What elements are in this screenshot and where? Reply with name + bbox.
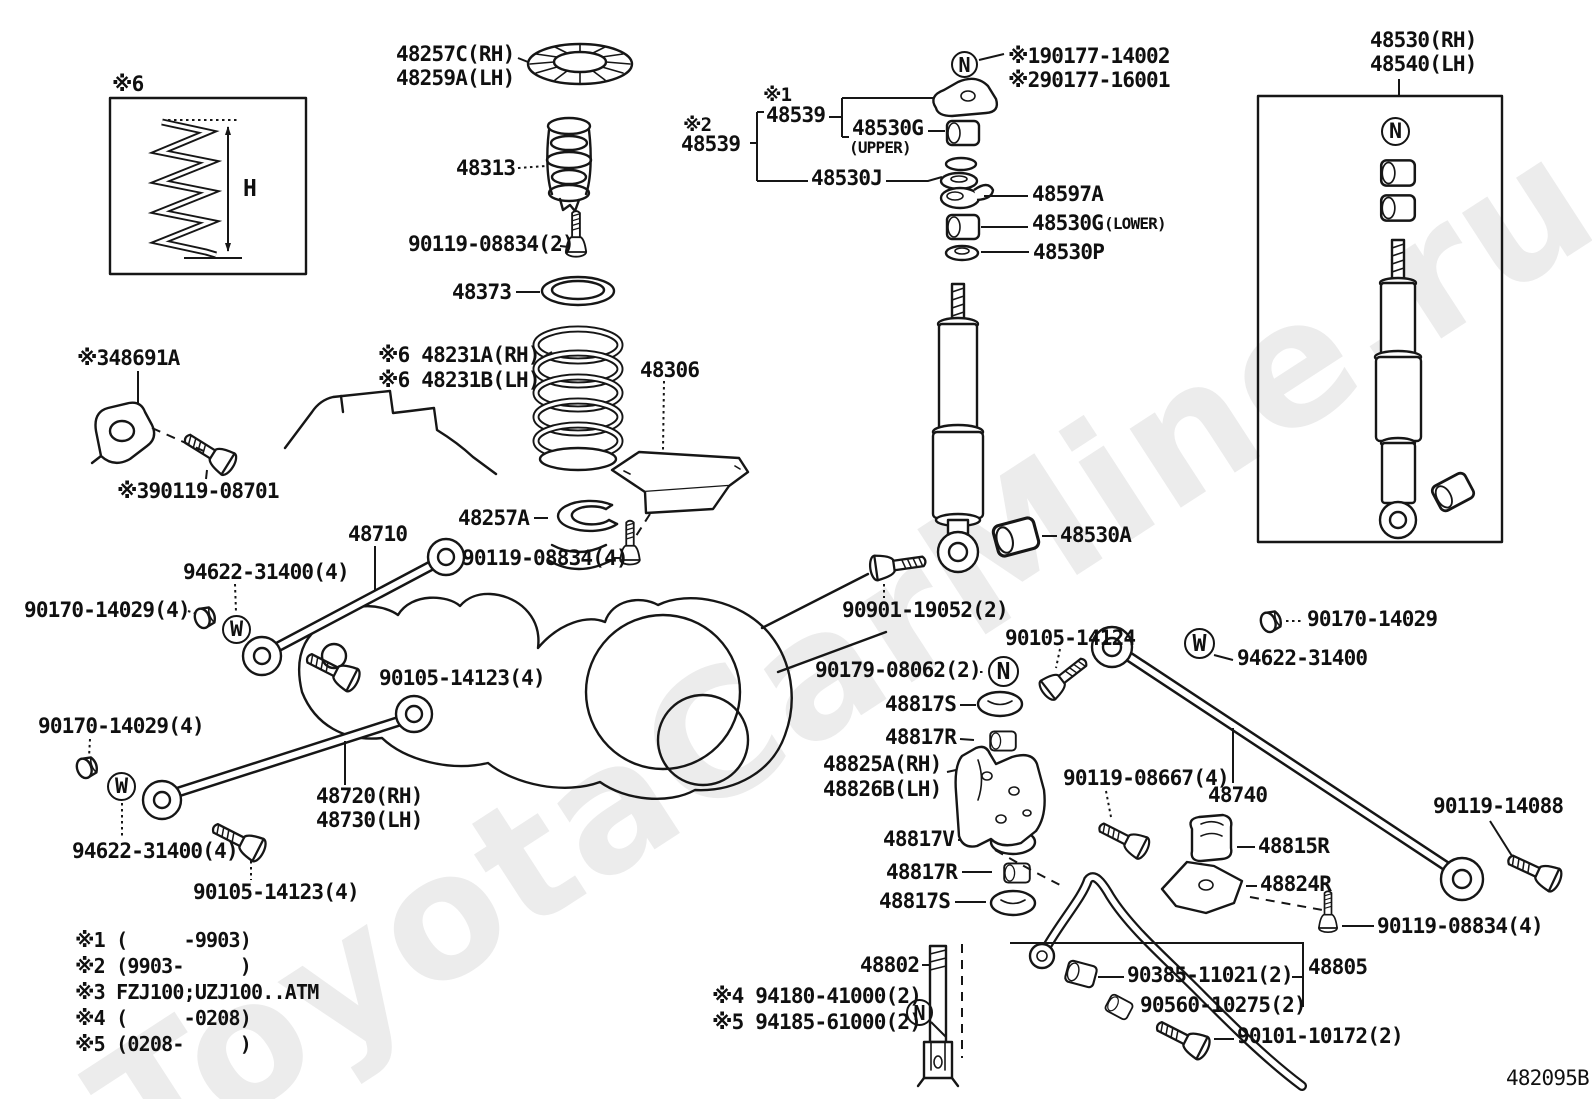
part-48740[interactable]: 48740 <box>1208 783 1268 807</box>
part-94622-31400-4a[interactable]: 94622-31400(4) <box>183 560 350 584</box>
inset-spring-box <box>108 96 308 276</box>
part-48530G-lower-note[interactable]: (LOWER) <box>1104 214 1167 233</box>
part-48691A[interactable]: ※348691A <box>77 346 180 370</box>
part-48530G-upper[interactable]: 48530G <box>852 116 924 140</box>
part-48817S-2[interactable]: 48817S <box>879 889 951 913</box>
track-bar-art <box>980 620 1513 902</box>
note-6: ※6 <box>112 72 144 96</box>
spring-upper-seat-art <box>517 42 634 86</box>
part-48817R-1[interactable]: 48817R <box>885 725 957 749</box>
stabilizer-clamp-art <box>1160 813 1374 927</box>
doc-number: 482095B <box>1506 1066 1590 1090</box>
part-90177-14002[interactable]: ※190177-14002 <box>1008 44 1171 68</box>
callout-n-bottom: N <box>906 999 933 1026</box>
part-48530G-upper-note[interactable]: (UPPER) <box>849 138 912 157</box>
part-48257C[interactable]: 48257C(RH) <box>396 42 515 66</box>
part-48530P[interactable]: 48530P <box>1033 240 1105 264</box>
spring-bumper-bracket-art <box>610 380 750 537</box>
part-48257A[interactable]: 48257A <box>458 506 530 530</box>
part-48805[interactable]: 48805 <box>1308 955 1368 979</box>
spring-lower-seat-art <box>534 499 619 533</box>
part-90170-14029-c[interactable]: 90170-14029 <box>1307 607 1438 631</box>
part-90119-08667[interactable]: 90119-08667(4) <box>1063 766 1230 790</box>
part-48802[interactable]: 48802 <box>860 953 920 977</box>
part-48826B[interactable]: 48826B(LH) <box>823 777 942 801</box>
part-90119-08834-4a[interactable]: 90119-08834(4) <box>462 546 629 570</box>
part-90560-10275[interactable]: 90560-10275(2) <box>1140 993 1307 1017</box>
part-48373[interactable]: 48373 <box>452 280 512 304</box>
shock-kit-box-art <box>1256 79 1504 544</box>
shock-mount-column-art <box>750 53 1029 262</box>
callout-n-mid: N <box>988 656 1019 687</box>
part-90179-08062[interactable]: 90179-08062(2) <box>815 658 982 682</box>
shock-absorber-art <box>883 282 1057 598</box>
part-48530A[interactable]: 48530A <box>1060 523 1132 547</box>
stopper-bracket-art <box>90 371 208 480</box>
legend-3: ※3 FZJ100;UZJ100..ATM <box>75 980 319 1004</box>
part-48539-2[interactable]: 48539 <box>681 132 741 156</box>
part-90901-19052[interactable]: 90901-19052(2) <box>842 598 1009 622</box>
part-94622-31400-c[interactable]: 94622-31400 <box>1237 646 1368 670</box>
stabilizer-bar-art <box>1010 872 1307 1091</box>
part-48231B[interactable]: ※6 48231B(LH) <box>378 368 541 392</box>
callout-n-box: N <box>1381 117 1410 146</box>
legend-2: ※2 (9903- ) <box>75 954 252 978</box>
part-90385-11021[interactable]: 90385-11021(2) <box>1127 963 1294 987</box>
part-48815R[interactable]: 48815R <box>1258 834 1330 858</box>
callout-w-lower: W <box>107 772 136 801</box>
coil-spring-art <box>532 325 624 472</box>
part-94622-31400-4b[interactable]: 94622-31400(4) <box>72 839 239 863</box>
part-90101-10172[interactable]: 90101-10172(2) <box>1237 1024 1404 1048</box>
part-48231A[interactable]: ※6 48231A(RH) <box>378 343 541 367</box>
dim-h: H <box>243 176 257 202</box>
part-48306[interactable]: 48306 <box>640 358 700 382</box>
part-48730[interactable]: 48730(LH) <box>316 808 423 832</box>
part-48817V[interactable]: 48817V <box>883 827 955 851</box>
callout-n-top: N <box>951 51 978 78</box>
part-48530-RH[interactable]: 48530(RH) <box>1370 28 1477 52</box>
part-94185-61000[interactable]: ※5 94185-61000(2) <box>712 1010 922 1034</box>
part-48259A[interactable]: 48259A(LH) <box>396 66 515 90</box>
part-48825A[interactable]: 48825A(RH) <box>823 752 942 776</box>
part-90105-14123-4b[interactable]: 90105-14123(4) <box>193 880 360 904</box>
part-48313[interactable]: 48313 <box>456 156 516 180</box>
part-48530J[interactable]: 48530J <box>811 166 883 190</box>
legend-5: ※5 (0208- ) <box>75 1032 252 1056</box>
part-48710[interactable]: 48710 <box>348 522 408 546</box>
part-90119-08701[interactable]: ※390119-08701 <box>117 479 280 503</box>
part-48824R[interactable]: 48824R <box>1260 872 1332 896</box>
part-48530G-lower[interactable]: 48530G <box>1032 211 1104 235</box>
part-48597A[interactable]: 48597A <box>1032 182 1104 206</box>
lower-control-arm-art <box>88 694 434 880</box>
upper-control-arm-art <box>187 537 466 677</box>
part-90177-16001[interactable]: ※290177-16001 <box>1008 68 1171 92</box>
part-48720[interactable]: 48720(RH) <box>316 784 423 808</box>
part-94180-41000[interactable]: ※4 94180-41000(2) <box>712 984 922 1008</box>
ring-art <box>516 275 616 307</box>
part-48539-1[interactable]: 48539 <box>766 103 826 127</box>
part-90105-14123-4a[interactable]: 90105-14123(4) <box>379 666 546 690</box>
stabilizer-link-art <box>916 944 963 1088</box>
part-90119-08834-2[interactable]: 90119-08834(2) <box>408 232 575 256</box>
stabilizer-bracket-art <box>946 745 1112 887</box>
callout-w-upper: W <box>222 615 251 644</box>
note-1-48539[interactable]: ※1 <box>763 84 792 106</box>
part-90119-14088[interactable]: 90119-14088 <box>1433 794 1564 818</box>
axle-housing-art <box>283 389 888 800</box>
part-48817R-2[interactable]: 48817R <box>886 860 958 884</box>
bump-stop-art <box>517 116 593 213</box>
part-90170-14029-4b[interactable]: 90170-14029(4) <box>38 714 205 738</box>
part-48817S-1[interactable]: 48817S <box>885 692 957 716</box>
legend-1: ※1 ( -9903) <box>75 928 252 952</box>
note-2-48539[interactable]: ※2 <box>683 114 712 136</box>
part-90119-08834-4b[interactable]: 90119-08834(4) <box>1377 914 1544 938</box>
legend-4: ※4 ( -0208) <box>75 1006 252 1030</box>
callout-w-right: W <box>1184 628 1215 659</box>
part-48540-LH[interactable]: 48540(LH) <box>1370 52 1477 76</box>
part-90170-14029-4a[interactable]: 90170-14029(4) <box>24 598 191 622</box>
part-90105-14124[interactable]: 90105-14124 <box>1005 626 1136 650</box>
